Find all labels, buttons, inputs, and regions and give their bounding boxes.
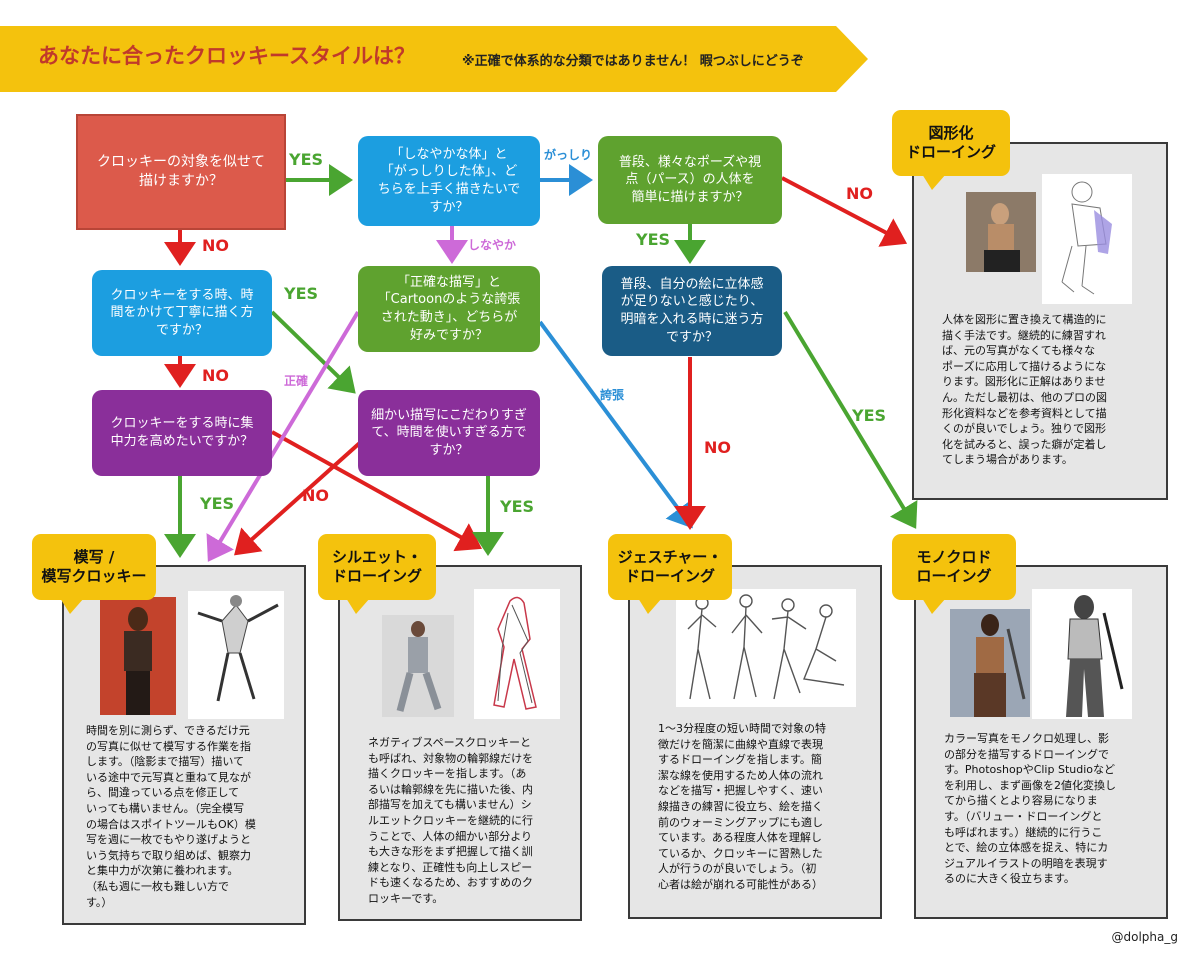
tag-tail	[638, 598, 662, 614]
arrow-q3-no	[271, 430, 482, 552]
result-silhouette-text: ネガティブスペースクロッキーと も呼ばれ、対象物の輪郭線だけを 描くクロッキーを…	[368, 736, 534, 906]
result-zukeika-text: 人体を図形に置き換えて構造的に 描く手法です。継続的に練習すれ ば、元の写真がな…	[942, 313, 1107, 467]
label-shinayaka: しなやか	[468, 238, 517, 252]
result-monochrome-panel: カラー写真をモノクロ処理し、影 の部分を描写するドローイングで す。Photos…	[914, 565, 1168, 919]
result-monochrome-title: モノクロド ローイング	[892, 534, 1016, 600]
label-kocho: 誇張	[600, 388, 625, 402]
silhouette-sketch-image	[474, 589, 560, 719]
photo-image	[966, 192, 1036, 272]
shape-drawing-image	[1042, 174, 1132, 304]
question-5: 「正確な描写」と 「Cartoonのような誇張 された動き」、どちらが 好みです…	[358, 266, 540, 352]
tag-tail	[922, 598, 946, 614]
question-7: 普段、様々なポーズや視 点（パース）の人体を 簡単に描けますか？	[598, 136, 782, 224]
label-q2-yes: YES	[284, 284, 319, 303]
photo-image	[100, 597, 176, 715]
page-note: ※正確で体系的な分類ではありません！ 暇つぶしにどうぞ	[462, 54, 804, 69]
label-q7-yes: YES	[636, 230, 671, 249]
label-q1-yes: YES	[289, 150, 324, 169]
question-2: クロッキーをする時、時 間をかけて丁寧に描く方 ですか？	[92, 270, 272, 356]
tag-tail	[60, 598, 84, 614]
arrow-q7-no	[781, 176, 908, 247]
question-6: 細かい描写にこだわりすぎ て、時間を使いすぎる方で すか？	[358, 390, 540, 476]
label-q6-yes: YES	[500, 497, 535, 516]
arrow-q5-kocho	[538, 320, 693, 529]
label-q6-no: NO	[302, 486, 329, 505]
page-title: あなたに合ったクロッキースタイルは？	[38, 44, 415, 68]
label-q2-no: NO	[202, 366, 229, 385]
title-banner	[0, 26, 868, 92]
photo-image	[382, 615, 454, 717]
credit: @dolpha_g	[1111, 930, 1179, 944]
result-gesture-title: ジェスチャー・ ドローイング	[608, 534, 732, 600]
result-zukeika-panel: 人体を図形に置き換えて構造的に 描く手法です。継続的に練習すれ ば、元の写真がな…	[912, 142, 1168, 500]
label-q8-yes: YES	[852, 406, 887, 425]
label-q7-no: NO	[846, 184, 873, 203]
monochrome-sketch-image	[1032, 589, 1132, 719]
tag-tail	[346, 598, 370, 614]
arrow-q8-yes	[783, 310, 918, 529]
sketch-image	[188, 591, 284, 719]
arrow-q5-seikaku	[206, 310, 360, 562]
tag-tail	[922, 174, 946, 190]
label-q3-yes: YES	[200, 494, 235, 513]
result-silhouette-title: シルエット・ ドローイング	[318, 534, 436, 600]
result-gesture-panel: 1～3分程度の短い時間で対象の特 徴だけを簡潔に曲線や直線で表現 するドローイン…	[628, 565, 882, 919]
result-mosha-text: 時間を別に測らず、できるだけ元 の写真に似せて模写する作業を指 します。（陰影ま…	[86, 724, 256, 909]
result-zukeika-title: 図形化 ドローイング	[892, 110, 1010, 176]
result-monochrome-text: カラー写真をモノクロ処理し、影 の部分を描写するドローイングで す。Photos…	[944, 732, 1116, 886]
label-gasshiri: がっしり	[544, 148, 593, 162]
result-mosha-title: 模写 / 模写クロッキー	[32, 534, 156, 600]
result-mosha-panel: 時間を別に測らず、できるだけ元 の写真に似せて模写する作業を指 します。（陰影ま…	[62, 565, 306, 925]
label-q1-no: NO	[202, 236, 229, 255]
question-8: 普段、自分の絵に立体感 が足りないと感じたり、 明暗を入れる時に迷う方 ですか？	[602, 266, 782, 356]
result-gesture-text: 1～3分程度の短い時間で対象の特 徴だけを簡潔に曲線や直線で表現 するドローイン…	[658, 722, 826, 892]
question-1: クロッキーの対象を似せて 描けますか？	[76, 114, 286, 230]
arrow-q6-no	[234, 430, 374, 556]
question-4: 「しなやかな体」と 「がっしりした体」、ど ちらを上手く描きたいで すか？	[358, 136, 540, 226]
question-3: クロッキーをする時に集 中力を高めたいですか？	[92, 390, 272, 476]
gesture-sketch-image	[676, 589, 856, 707]
label-q8-no: NO	[704, 438, 731, 457]
result-silhouette-panel: ネガティブスペースクロッキーと も呼ばれ、対象物の輪郭線だけを 描くクロッキーを…	[338, 565, 582, 921]
label-seikaku: 正確	[284, 374, 309, 388]
photo-image	[950, 609, 1030, 717]
arrow-q2-yes	[270, 310, 356, 394]
